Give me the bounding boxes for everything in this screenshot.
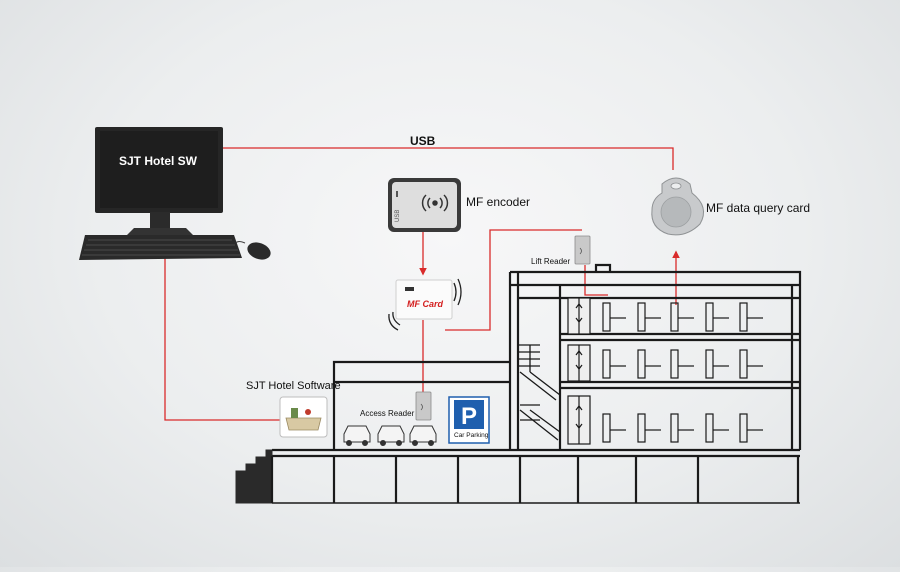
connection-lines <box>164 147 680 421</box>
access-reader-label: Access Reader <box>360 409 415 418</box>
door-lock-icon <box>602 302 626 332</box>
lift-reader-label: Lift Reader <box>531 257 571 266</box>
door-lock-icon <box>637 349 661 379</box>
usb-label: USB <box>410 134 436 148</box>
door-lock-icon <box>705 413 729 443</box>
floor-1 <box>567 395 763 445</box>
software-icon <box>279 396 328 438</box>
lift-reader-to-doors-line <box>584 265 608 296</box>
usb-line <box>222 147 674 170</box>
door-lock-icon <box>637 302 661 332</box>
door-lock-icon <box>705 302 729 332</box>
car-parking-label: Car Parking <box>454 432 489 439</box>
floors <box>567 297 763 445</box>
elevator-icon <box>567 395 591 445</box>
tower <box>508 270 802 450</box>
mf-encoder-label: MF encoder <box>466 195 531 209</box>
parking-sign-icon: P <box>448 396 490 444</box>
parking-block <box>332 360 510 450</box>
monitor-screen-label: SJT Hotel SW <box>118 154 197 168</box>
door-lock-icon <box>670 302 694 332</box>
door-lock-icon <box>670 413 694 443</box>
staircase-icon <box>518 344 561 441</box>
door-lock-icon <box>670 349 694 379</box>
sjt-hotel-software-label: SJT Hotel Software <box>246 380 341 392</box>
encoder-icon: USB <box>388 178 461 232</box>
elevator-icon <box>567 297 591 335</box>
mf-data-query-card-label: MF data query card <box>706 201 811 215</box>
floor-2 <box>567 344 763 382</box>
car-icon <box>409 425 437 446</box>
door-lock-icon <box>637 413 661 443</box>
key-fob-icon <box>651 177 705 236</box>
ground-slab <box>272 448 800 458</box>
svg-text:USB: USB <box>395 210 401 222</box>
door-lock-icon <box>602 349 626 379</box>
front-stairs <box>235 449 273 504</box>
building <box>235 263 802 504</box>
door-lock-icon <box>739 413 763 443</box>
door-lock-icon <box>739 349 763 379</box>
pc-to-software-line <box>164 258 282 421</box>
car-icon <box>343 425 371 446</box>
card-to-lift-reader-line <box>445 229 582 331</box>
door-lock-icon <box>705 349 729 379</box>
door-lock-icon <box>602 413 626 443</box>
elevator-icon <box>567 344 591 382</box>
monitor-icon <box>95 127 223 236</box>
mf-encoder: USB <box>388 178 461 232</box>
door-lock-icon <box>739 302 763 332</box>
mf-card-label: MF Card <box>407 299 443 309</box>
car-icon <box>377 425 405 446</box>
lift-reader-icon <box>574 235 591 265</box>
mf-card <box>388 278 462 331</box>
parking-letter: P <box>461 403 477 430</box>
computer <box>79 127 271 260</box>
access-reader-icon <box>415 391 432 421</box>
rfid-waves-icon <box>388 278 462 331</box>
keyboard-icon <box>79 235 242 260</box>
cars <box>343 425 437 446</box>
floor-3 <box>567 297 763 335</box>
mouse-icon <box>235 241 271 260</box>
